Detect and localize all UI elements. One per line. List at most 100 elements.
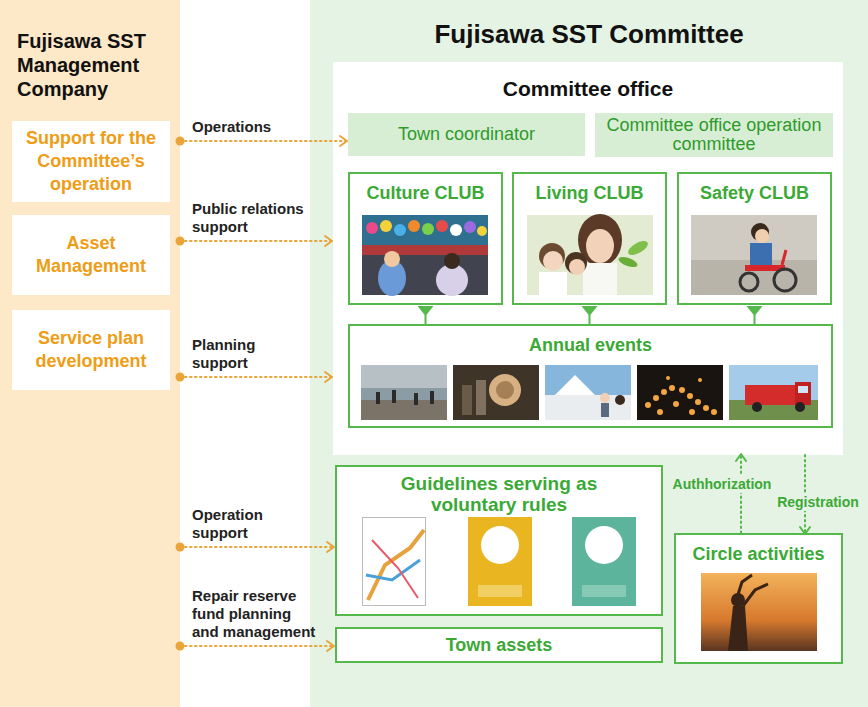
node-text: Committee office [333,76,843,102]
face [755,229,769,243]
book-art [372,540,418,598]
edge-label: Planning support [192,336,302,372]
book-art [366,560,420,580]
dancer-body [728,606,748,651]
node-text: Committee office operation committee [605,116,823,154]
road [691,260,817,295]
face [586,229,614,263]
node-text: Safety CLUB [679,182,830,204]
node-text: Circle activities [676,543,841,565]
dotted-line [180,140,347,142]
beach-photo [361,365,447,420]
ball [450,224,462,236]
circle-photo [701,573,817,651]
ball [436,220,448,232]
dancer-arm [743,584,768,606]
body [539,272,567,295]
edge-label-holder: Operations [192,118,271,136]
node-text: Annual events [350,334,831,356]
handle [782,250,786,265]
connector-line [425,315,427,324]
dotted-line [180,376,332,378]
dotted-line [180,240,332,242]
arrow-head [340,136,347,146]
ball [394,224,406,236]
arrow-head [800,527,810,534]
leaf [626,238,650,258]
person [462,385,472,415]
sand [361,400,447,420]
node-text: Living CLUB [514,182,665,204]
drum [489,374,521,406]
wheel [795,402,805,412]
edge-label: Repair reserve fund planning and managem… [192,587,320,641]
person [392,390,396,403]
assets-box: Town assets [335,627,663,663]
node-text: Fujisawa SST Committee [310,18,868,50]
dotted-line [180,546,334,548]
arrow-head [327,542,334,552]
ball [477,226,487,236]
ball [422,223,434,235]
ball [380,220,392,232]
photo-ground [691,215,817,295]
connector [176,641,335,651]
edge-label: Operations [192,118,271,136]
connector [418,306,434,324]
dotted-line [740,455,742,533]
person [430,391,434,404]
leaf [617,255,639,269]
photo-ground [527,215,653,295]
circle-box: Circle activities [674,533,843,664]
child-head [751,223,769,241]
book-cover [468,517,532,606]
club-box: Culture CLUB [348,172,503,305]
truck-window [798,386,808,393]
tent [555,375,595,395]
arrow-head [418,306,434,316]
connector [582,306,598,324]
dotted-line [180,645,334,647]
child-head [384,251,400,267]
edge-label-holder: Operation support [192,506,302,542]
hair [539,243,565,269]
club-box: Safety CLUB [677,172,832,305]
service-box: Service plan development [12,310,170,390]
arrow-head [736,454,746,461]
start-dot [176,137,185,146]
connector [176,136,348,146]
book-art [478,585,522,597]
arrow-head [325,236,332,246]
stall [362,245,488,255]
body [583,263,617,295]
office-box: Committee officeTown coordinatorCommitte… [333,62,843,455]
arrow-head [582,306,598,316]
living-photo [527,214,653,295]
node-text: Asset Management [18,232,164,278]
dancer-arm [735,575,752,604]
photo-ground [362,215,488,295]
wheel [752,402,762,412]
tricycle [745,265,785,271]
ball [464,221,476,233]
start-dot [176,237,185,246]
club-box: Living CLUB [512,172,667,305]
edge-label-holder: Planning support [192,336,302,372]
arrow-head [325,372,332,382]
hair [565,252,587,274]
photo-awning [362,215,488,245]
book-cover [572,517,636,606]
committee-panel: Fujisawa SST CommitteeCommittee officeTo… [310,0,868,707]
edge-label-holder: Repair reserve fund planning and managem… [192,587,320,641]
child-head [444,253,460,269]
child [378,260,406,296]
truck-cab [795,382,811,405]
book-badge [481,526,519,564]
lanterns [645,376,717,415]
edge-label-holder: Authhorization [671,475,774,493]
wheel [774,269,796,291]
sea [361,388,447,400]
person [414,393,418,405]
firetruck-photo [729,365,818,420]
